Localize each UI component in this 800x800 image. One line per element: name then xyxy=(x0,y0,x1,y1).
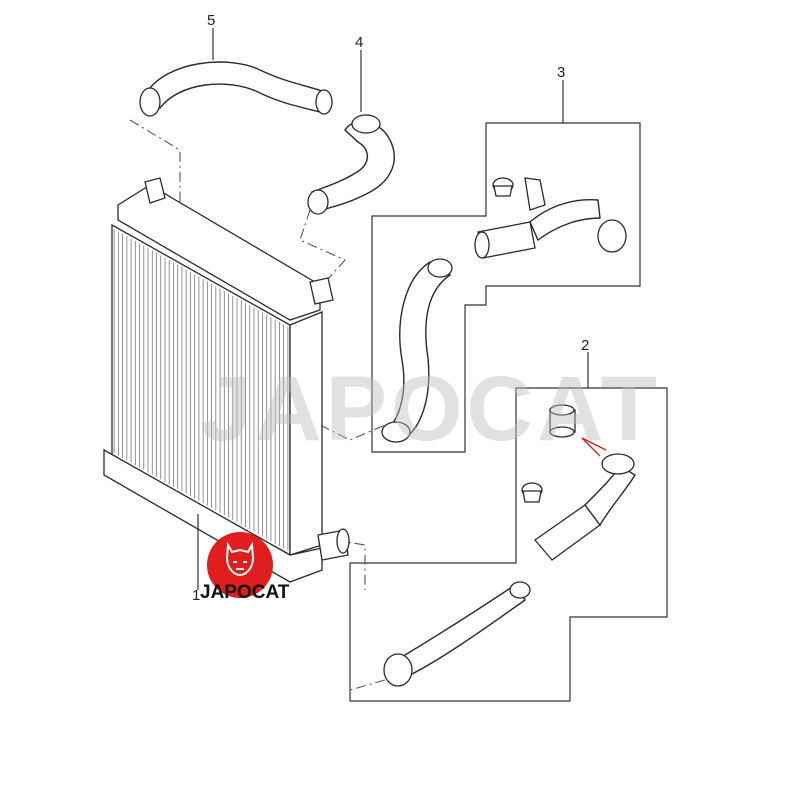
intercooler xyxy=(103,177,350,583)
logo-red-circle xyxy=(207,532,273,598)
box-part-2 xyxy=(349,387,668,702)
hose-part-5 xyxy=(144,61,326,113)
hose-part-4 xyxy=(310,120,395,211)
box-part-3 xyxy=(371,122,641,453)
watermark-text: JAPOCAT xyxy=(200,358,661,460)
callout-3: 3 xyxy=(557,64,565,81)
callout-4: 4 xyxy=(355,34,363,51)
clamp-part-5-right xyxy=(315,89,333,115)
cat-icon xyxy=(225,541,255,577)
japocat-logo: JAPOCAT xyxy=(200,532,290,603)
dash-2-to-cooler xyxy=(334,539,366,590)
callout-5: 5 xyxy=(207,12,215,29)
clamp-part-5-left xyxy=(139,87,161,117)
clamp-part-4-top xyxy=(351,114,381,134)
clamp-part-4-bottom xyxy=(307,189,329,215)
cooler-fins xyxy=(113,229,289,551)
dash-2-lower xyxy=(349,679,386,691)
callout-1: 1 xyxy=(192,587,200,604)
logo-text: JAPOCAT xyxy=(200,582,290,603)
dash-4-to-cooler xyxy=(299,209,346,291)
callout-2: 2 xyxy=(581,337,589,354)
assembly-part-3 xyxy=(381,177,627,443)
assembly-part-2 xyxy=(383,404,636,687)
